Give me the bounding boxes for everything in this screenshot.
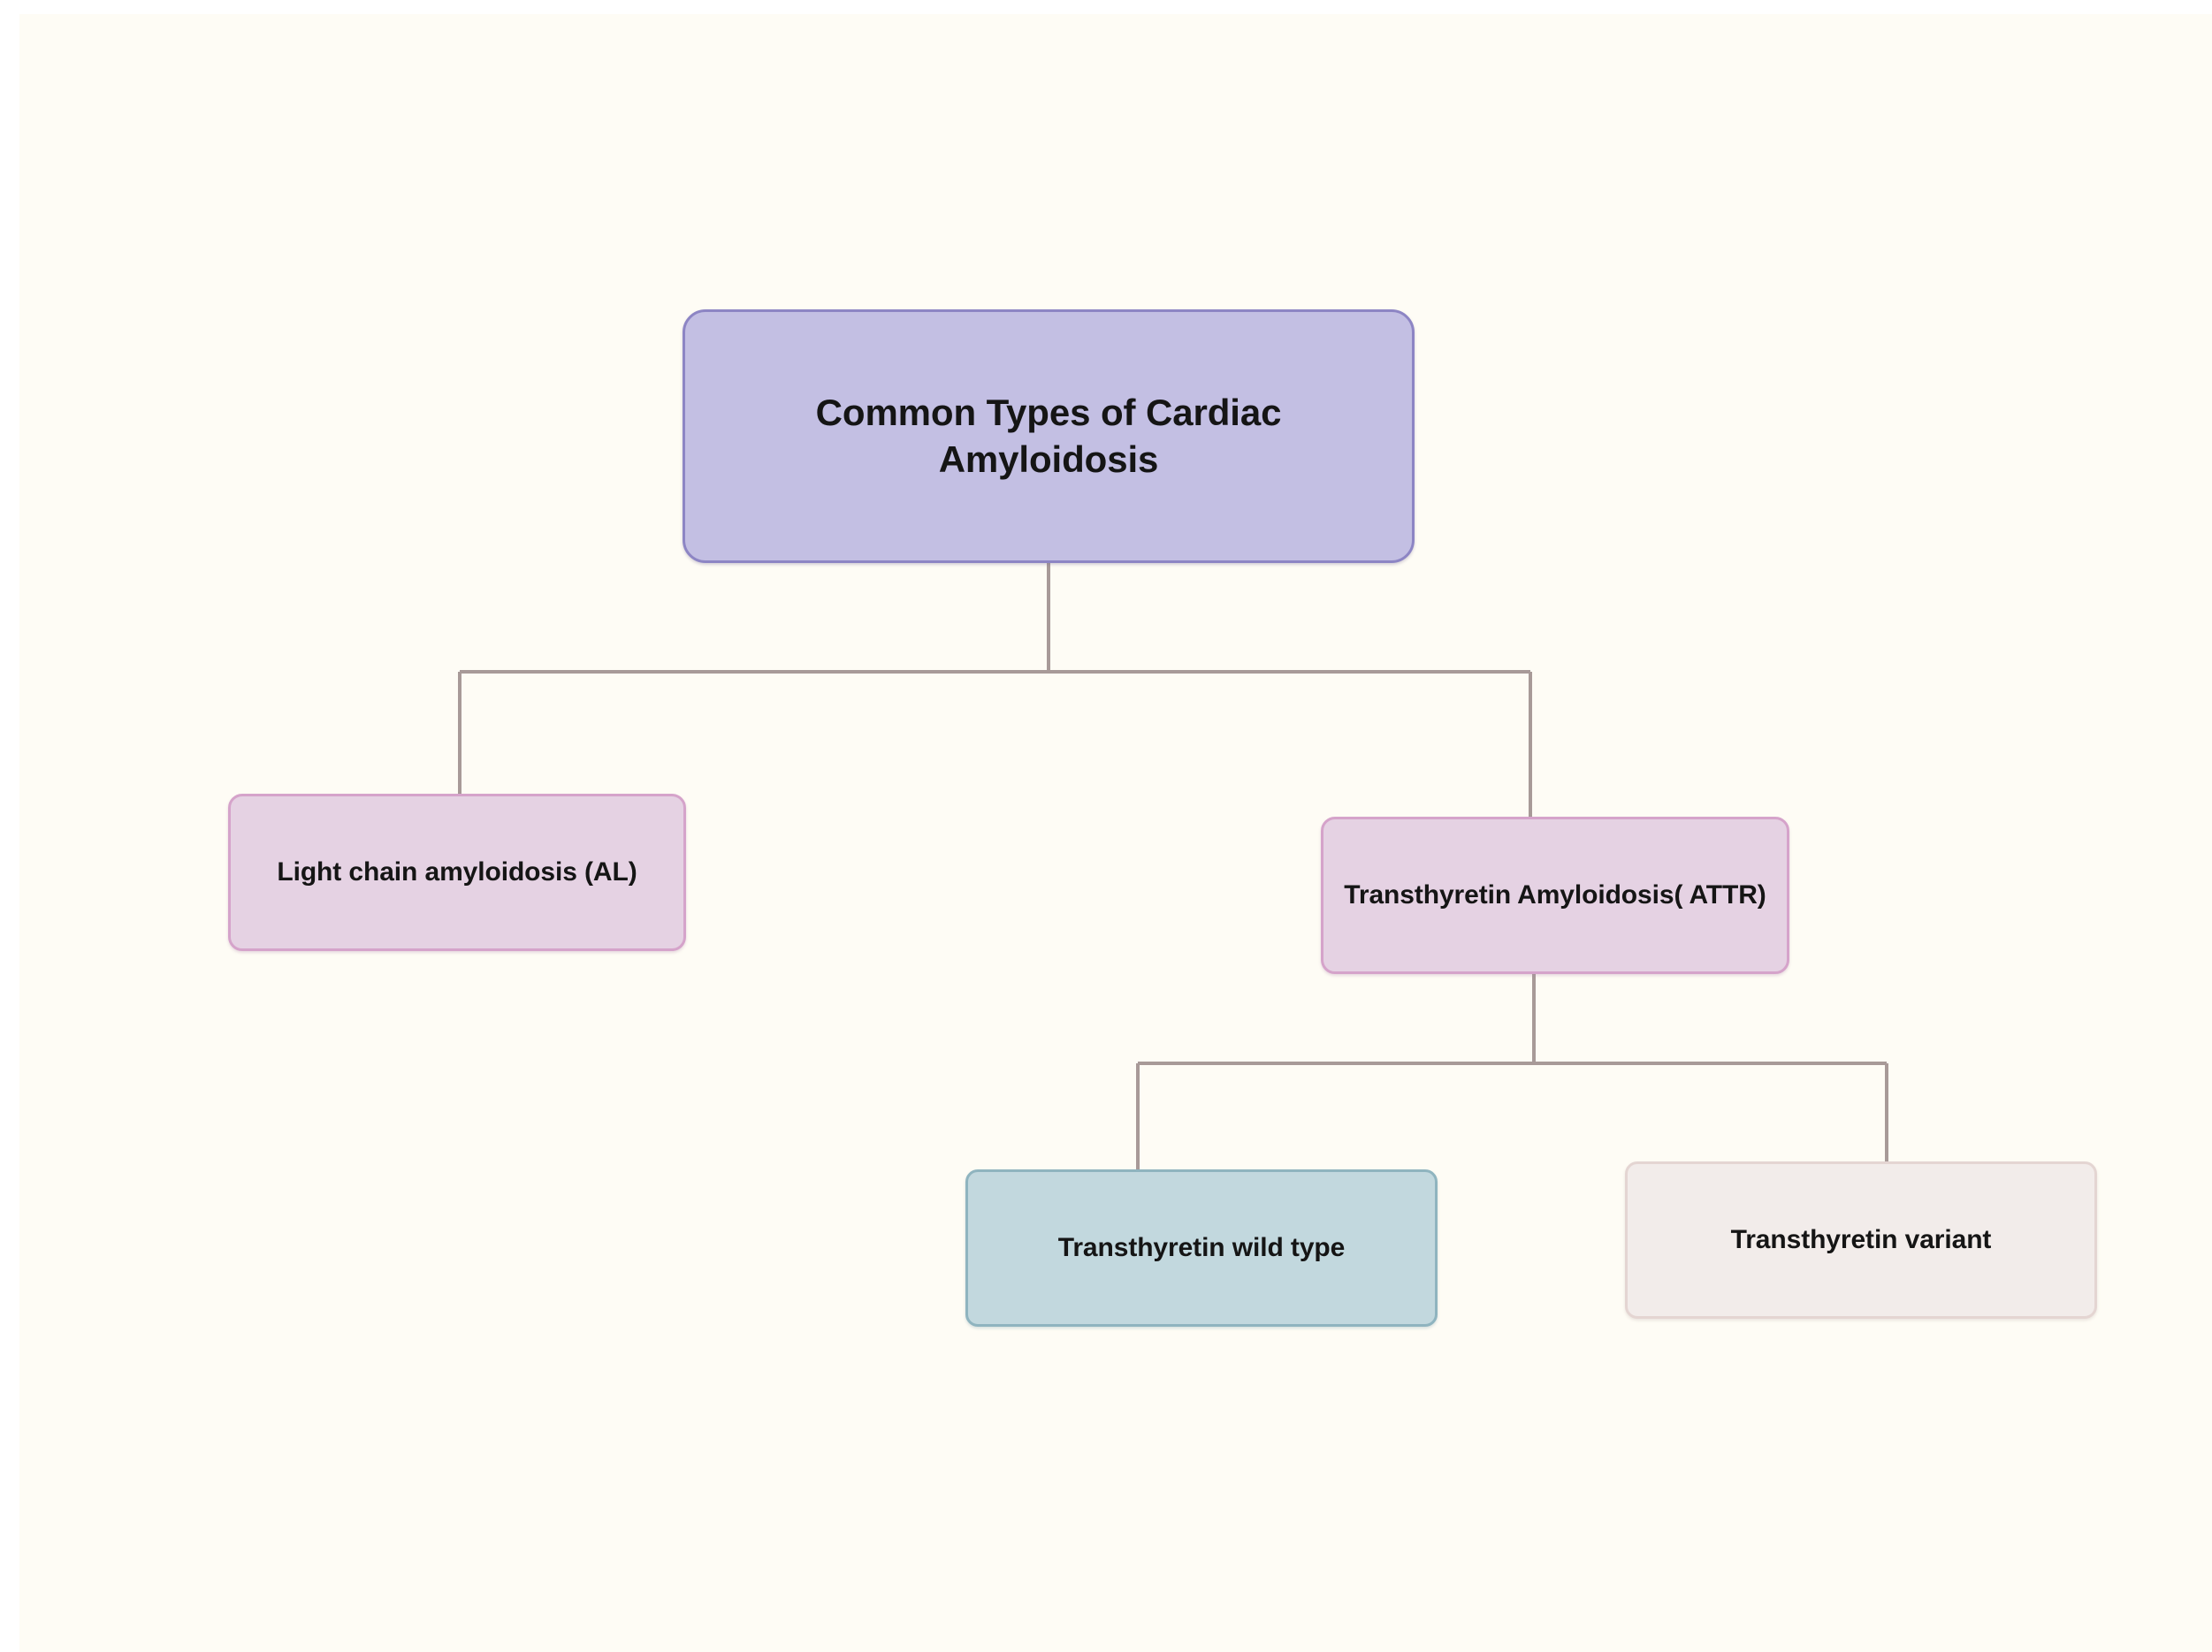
node-root-label: Common Types of Cardiac Amyloidosis bbox=[815, 391, 1282, 480]
node-transthyretin-wild-type[interactable]: Transthyretin wild type bbox=[965, 1169, 1438, 1327]
node-transthyretin-amyloidosis-attr[interactable]: Transthyretin Amyloidosis( ATTR) bbox=[1321, 817, 1789, 974]
node-wildtype-label: Transthyretin wild type bbox=[1057, 1233, 1346, 1263]
node-transthyretin-variant[interactable]: Transthyretin variant bbox=[1625, 1161, 2097, 1319]
node-light-chain-amyloidosis-al[interactable]: Light chain amyloidosis (AL) bbox=[228, 794, 686, 951]
diagram-canvas: Common Types of Cardiac Amyloidosis Ligh… bbox=[19, 14, 2212, 1652]
node-al-label: Light chain amyloidosis (AL) bbox=[277, 857, 637, 887]
node-root-common-types-of-cardiac-amyloidosis[interactable]: Common Types of Cardiac Amyloidosis bbox=[683, 309, 1415, 563]
node-variant-label: Transthyretin variant bbox=[1730, 1225, 1992, 1255]
node-attr-label: Transthyretin Amyloidosis( ATTR) bbox=[1344, 880, 1766, 910]
